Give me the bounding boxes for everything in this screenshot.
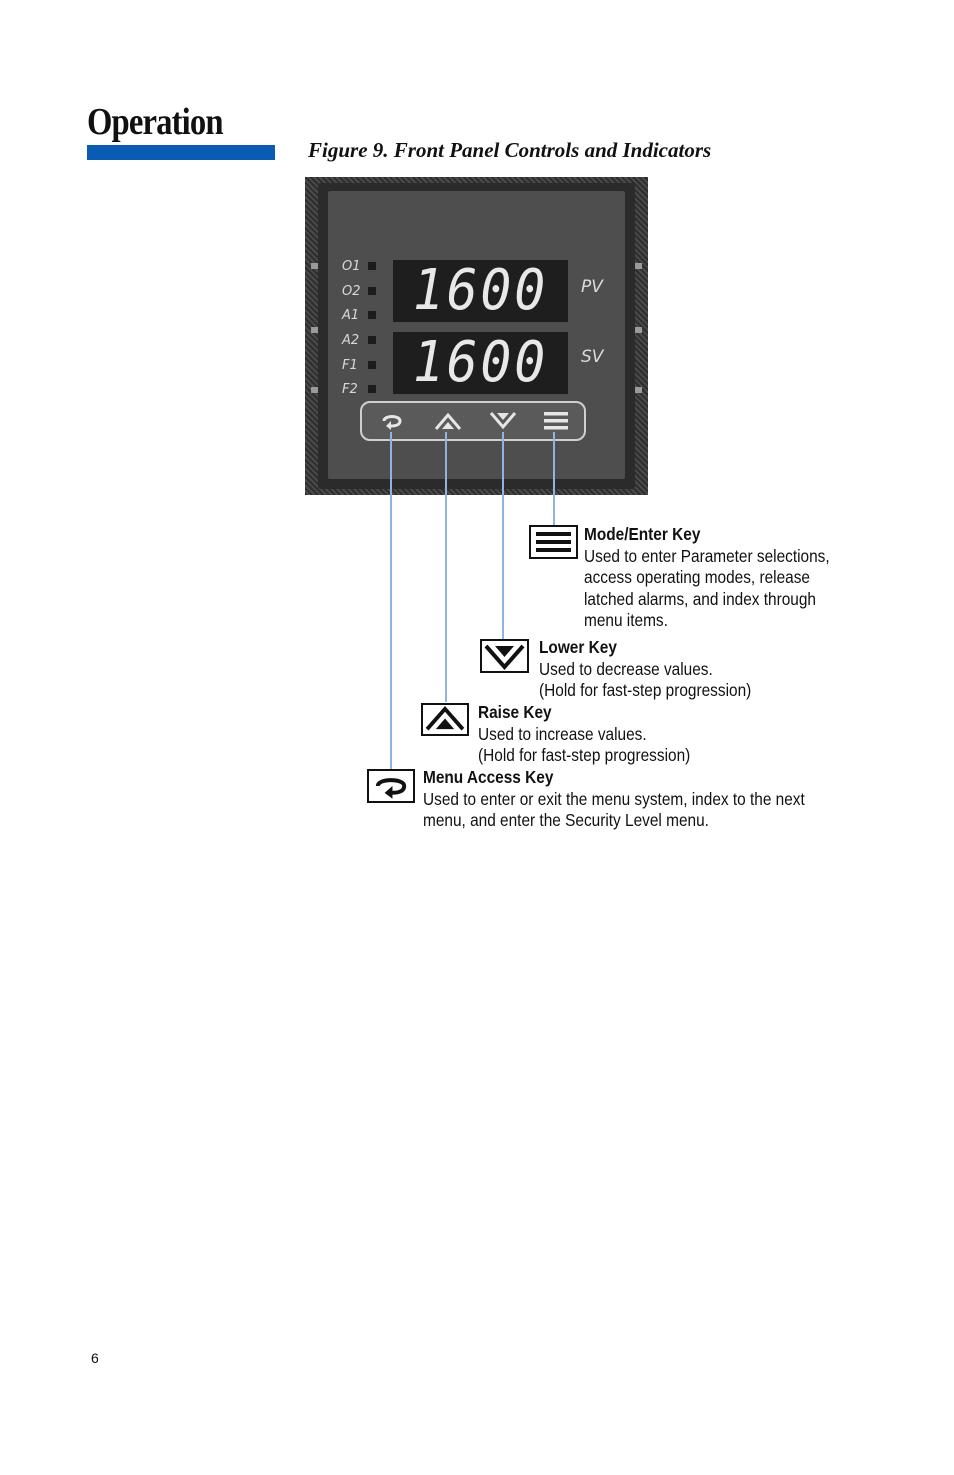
mode-enter-icon[interactable] [542,410,570,432]
pv-display: 1600 [393,260,568,322]
callout-lower: Lower Key Used to decrease values. (Hold… [539,637,751,702]
sv-value: 1600 [412,330,549,395]
led-label: O1 [342,258,361,274]
keypad [360,401,586,441]
raise-icon[interactable] [434,410,462,432]
callout-title: Raise Key [478,702,552,722]
section-title: Operation [87,101,224,143]
callout-raise: Raise Key Used to increase values. (Hold… [478,702,690,767]
leader-line-raise [445,432,447,702]
led-indicator-f1: F1 [342,355,376,375]
callout-text-line: menu items. [584,610,668,630]
lower-icon[interactable] [489,410,517,432]
callout-text-line: Used to decrease values. [539,658,713,679]
led-label: O2 [342,283,361,299]
led-dot [368,336,376,344]
led-indicator-f2: F2 [342,379,376,399]
raise-key-icon [421,703,469,736]
led-dot [368,287,376,295]
page-number: 6 [91,1350,99,1366]
callout-text-line: Used to enter Parameter selections, [584,545,830,566]
leader-line-menu-access [390,432,392,770]
controller-front-panel-image: O1 O2 A1 A2 F1 F2 1600 PV 1600 SV [305,177,648,495]
led-indicator-a2: A2 [342,330,376,350]
pv-value: 1600 [412,258,549,323]
menu-access-icon[interactable] [378,410,406,432]
callout-menu-access: Menu Access Key Used to enter or exit th… [423,767,805,832]
led-dot [368,262,376,270]
callout-text-line: (Hold for fast-step progression) [478,745,691,765]
callout-text-line: access operating modes, release [584,567,810,587]
leader-line-lower [502,432,504,639]
led-label: F1 [342,357,358,373]
led-dot [368,311,376,319]
led-dot [368,361,376,369]
sv-display: 1600 [393,332,568,394]
pv-tag: PV [581,277,603,297]
callout-text-line: Used to enter or exit the menu system, i… [423,788,805,809]
led-label: F2 [342,381,358,397]
menu-access-key-icon [367,769,415,803]
figure-caption: Figure 9. Front Panel Controls and Indic… [308,138,712,162]
callout-text-line: Used to increase values. [478,723,647,744]
led-indicator-a1: A1 [342,305,376,325]
leader-line-mode-enter [553,432,555,525]
led-label: A1 [342,307,360,323]
sv-tag: SV [581,347,604,367]
callout-text-line: latched alarms, and index through [584,588,817,609]
led-indicator-o1: O1 [342,256,376,276]
led-label: A2 [342,332,360,348]
callout-mode-enter: Mode/Enter Key Used to enter Parameter s… [584,524,830,632]
led-dot [368,385,376,393]
callout-text-line: menu, and enter the Security Level menu. [423,810,709,830]
lower-key-icon [480,639,529,673]
callout-text-line: (Hold for fast-step progression) [539,680,752,700]
title-underline-bar [87,145,275,160]
mode-enter-key-icon [529,525,578,559]
callout-title: Mode/Enter Key [584,524,701,544]
callout-title: Menu Access Key [423,767,554,787]
callout-title: Lower Key [539,637,617,657]
led-indicator-o2: O2 [342,281,376,301]
